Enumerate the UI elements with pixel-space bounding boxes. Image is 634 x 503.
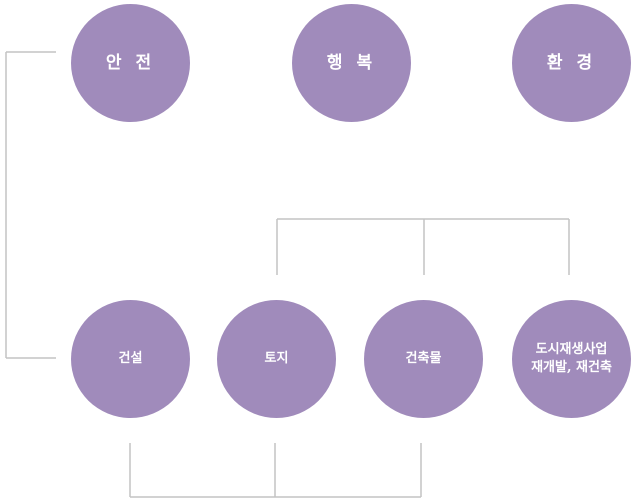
node-building-label: 건축물 bbox=[405, 351, 442, 367]
node-urban-regeneration-line1: 도시재생사업 bbox=[535, 342, 608, 358]
node-urban-regeneration-line2: 재개발, 재건축 bbox=[531, 360, 612, 375]
node-safety: 안 전 bbox=[71, 4, 190, 122]
node-urban-regeneration: 도시재생사업 재개발, 재건축 bbox=[512, 300, 631, 418]
node-building: 건축물 bbox=[364, 300, 483, 418]
node-environment: 환 경 bbox=[512, 4, 631, 122]
node-construction-label: 건설 bbox=[118, 351, 143, 367]
node-safety-label: 안 전 bbox=[105, 52, 156, 73]
node-land-label: 토지 bbox=[264, 351, 289, 367]
node-urban-regeneration-label: 도시재생사업 재개발, 재건축 bbox=[531, 341, 612, 376]
node-construction: 건설 bbox=[71, 300, 190, 418]
node-environment-label: 환 경 bbox=[546, 52, 597, 73]
node-land: 토지 bbox=[217, 300, 336, 418]
node-happiness: 행 복 bbox=[292, 4, 411, 122]
node-happiness-label: 행 복 bbox=[326, 52, 377, 73]
